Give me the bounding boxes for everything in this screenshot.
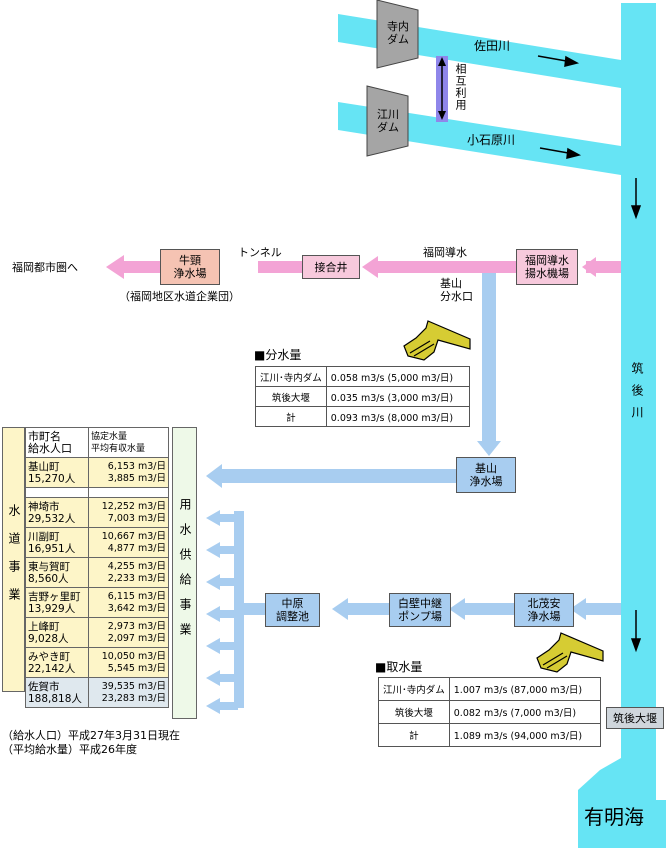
footnote-population: （給水人口）平成27年3月31日現在 (2, 729, 180, 742)
distribution-amount: 0.093 m3/s (8,000 m3/日) (325, 406, 470, 427)
faucet-icon-intake (536, 632, 604, 673)
header-name: 市町名 給水人口 (25, 427, 89, 458)
shirakabe-pump-station: 白壁中継 ポンプ場 (389, 593, 451, 627)
kiyama-outlet-label: 基山 分水口 (440, 277, 473, 303)
distribution-table: 江川･寺内ダム 0.058 m3/s (5,000 m3/日) 筑後大堰 0.0… (255, 366, 470, 427)
ariake-sea-label: 有明海 (584, 805, 644, 829)
terauchi-dam (376, 0, 419, 69)
junction-well: 接合井 (302, 255, 360, 279)
distribution-row: 計 0.093 m3/s (8,000 m3/日) (255, 406, 470, 427)
water-supply-business-label: 水道事業 (2, 427, 25, 692)
intake-row: 筑後大堰 0.082 m3/s (7,000 m3/日) (378, 700, 601, 724)
header-amount: 協定水量 平均有収水量 (88, 427, 169, 458)
bulk-supply-business-text: 用水供給事業 (178, 498, 192, 648)
fukuoka-conduit-label: 福岡導水 (423, 246, 467, 259)
municipality-header-row: 市町名 給水人口 協定水量 平均有収水量 (25, 427, 169, 458)
distribution-amount: 0.035 m3/s (3,000 m3/日) (325, 386, 470, 407)
tunnel-label: トンネル (238, 246, 282, 259)
egawa-dam (366, 85, 409, 157)
intake-title: ■取水量 (375, 660, 423, 674)
chikugo-river-label: 筑後川 (630, 362, 644, 428)
chikugo-river (578, 3, 666, 848)
intake-row: 計 1.089 m3/s (94,000 m3/日) (378, 723, 601, 747)
intake-source: 筑後大堰 (378, 700, 450, 724)
fukuoka-destination-label: 福岡都市圏へ (12, 261, 78, 274)
ushikubi-purification-plant: 牛頸 浄水場 (160, 249, 220, 285)
distribution-amount: 0.058 m3/s (5,000 m3/日) (325, 366, 470, 387)
intake-source: 計 (378, 723, 450, 747)
terauchi-dam-label: 寺内 ダム (387, 20, 409, 46)
footnote-average: （平均給水量）平成26年度 (2, 743, 137, 756)
intake-table: 江川･寺内ダム 1.007 m3/s (87,000 m3/日) 筑後大堰 0.… (378, 677, 601, 747)
kitashigeyasu-purification-plant: 北茂安 浄水場 (514, 593, 574, 627)
bulk-supply-business-label: 用水供給事業 (172, 427, 197, 719)
intake-row: 江川･寺内ダム 1.007 m3/s (87,000 m3/日) (378, 677, 601, 701)
intake-source: 江川･寺内ダム (378, 677, 450, 701)
mutual-use-label: 相互利用 (454, 63, 467, 111)
faucet-icon-distribution (403, 320, 471, 361)
kiyama-purification-plant: 基山 浄水場 (456, 457, 516, 493)
distribution-row: 筑後大堰 0.035 m3/s (3,000 m3/日) (255, 386, 470, 407)
distribution-source: 江川･寺内ダム (255, 366, 327, 387)
water-supply-business-text: 水道事業 (7, 503, 21, 616)
distribution-source: 計 (255, 406, 327, 427)
intake-amount: 1.089 m3/s (94,000 m3/日) (448, 723, 601, 747)
distribution-source: 筑後大堰 (255, 386, 327, 407)
separator-row (25, 487, 169, 498)
intake-amount: 0.082 m3/s (7,000 m3/日) (448, 700, 601, 724)
koishiwara-river (338, 102, 621, 175)
fukuoka-authority-label: （福岡地区水道企業団） (119, 290, 240, 303)
chikugo-barrage-label: 筑後大堰 (606, 707, 664, 729)
sada-river-label: 佐田川 (474, 39, 511, 53)
distribution-row: 江川･寺内ダム 0.058 m3/s (5,000 m3/日) (255, 366, 470, 387)
distribution-title: ■分水量 (254, 348, 302, 362)
egawa-dam-label: 江川 ダム (377, 108, 399, 134)
koishiwara-river-label: 小石原川 (467, 133, 516, 147)
nakabaru-regulating-pond: 中原 調整池 (265, 593, 320, 627)
fukuoka-pump-station: 福岡導水 揚水機場 (516, 249, 578, 285)
intake-amount: 1.007 m3/s (87,000 m3/日) (448, 677, 601, 701)
